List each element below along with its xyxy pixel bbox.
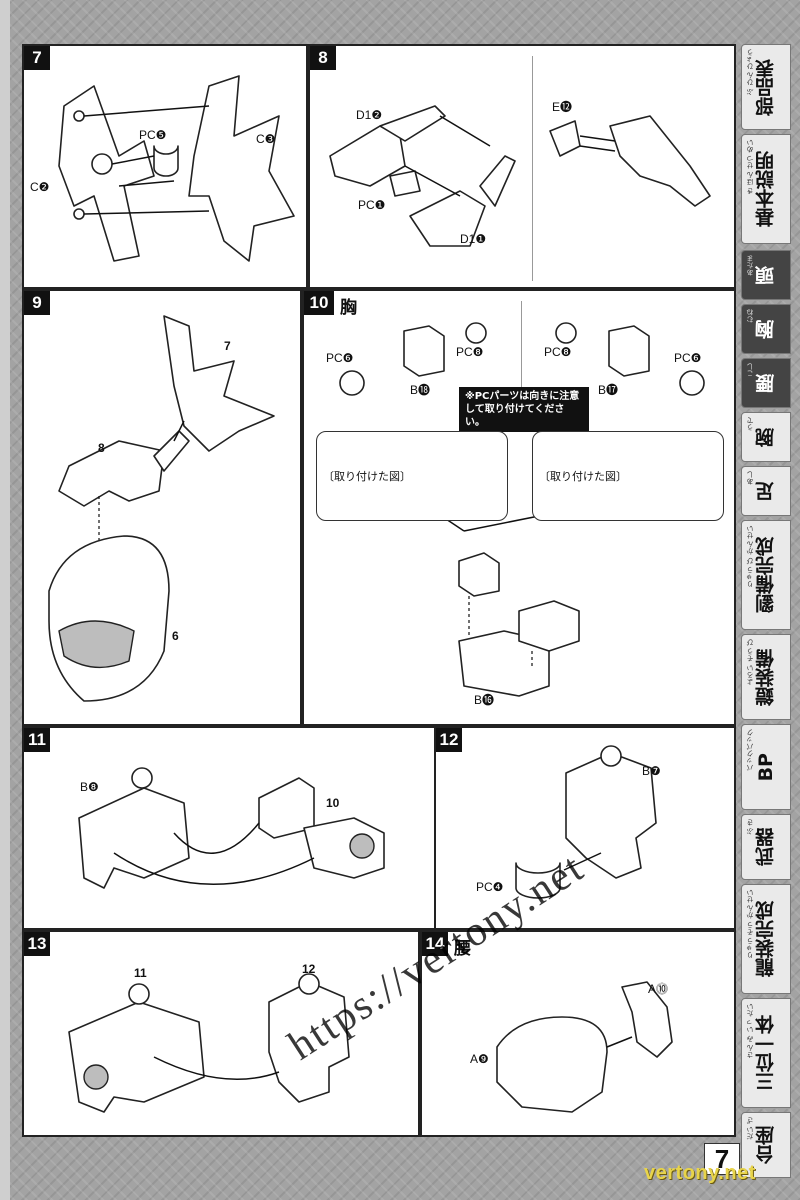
inset-label: 〔取り付けた図〕	[323, 471, 411, 483]
tab-label: 龍装完成	[755, 901, 777, 977]
tab-dragon-armor-complete[interactable]: りゅう そう かん せい 龍装完成	[741, 884, 791, 994]
step-7-illustration	[58, 75, 295, 262]
step-title: 腰	[454, 939, 471, 959]
label-c3: C❸	[256, 132, 276, 146]
tab-label: 胸	[755, 319, 777, 339]
panel-divider	[532, 56, 533, 281]
label-pc-b-left: PC❽	[456, 345, 484, 359]
tab-label: 頭	[755, 265, 777, 285]
label-e12: E⓬	[552, 100, 573, 114]
tab-label: 三位一体	[755, 1015, 777, 1091]
step-number: 11	[24, 728, 50, 752]
step-title: 胸	[340, 298, 357, 318]
step-number: 12	[436, 728, 462, 752]
step-number: 13	[24, 932, 50, 956]
label-pc-g-left: PC❻	[326, 351, 354, 365]
page-number: 7	[704, 1143, 740, 1175]
tab-backpack[interactable]: バックパック BP	[741, 724, 791, 810]
step-14-panel: 14 腰 A⓾ A❾	[420, 930, 736, 1137]
tab-label: 台座	[755, 1126, 777, 1164]
tab-liu-bei-complete[interactable]: りゅう び かん せい 劉備完成	[741, 520, 791, 630]
label-a10: A⓾	[648, 982, 669, 996]
tab-label: 部品表	[755, 58, 777, 116]
tab-waist[interactable]: こし 腰	[741, 358, 791, 408]
tab-label: 鎧装備	[755, 648, 777, 706]
step-number: 9	[24, 291, 50, 315]
panel-divider	[521, 301, 522, 401]
label-pc-d: PC❹	[476, 880, 504, 894]
tab-basic-instructions[interactable]: き ほん せつ めい 基本説明	[741, 134, 791, 244]
label-c2: C❷	[30, 180, 50, 194]
ref-step-11: 11	[134, 966, 147, 980]
label-pc-g-right: PC❻	[674, 351, 702, 365]
tab-head[interactable]: あたま 頭	[741, 250, 791, 300]
attached-view-left: 〔取り付けた図〕	[316, 431, 508, 521]
tab-base[interactable]: だい ざ 台座	[741, 1112, 791, 1178]
tab-parts-list[interactable]: ぶ ひん ひょう 部品表	[741, 44, 791, 130]
pc-orientation-note: ※PCパーツは向きに注意して取り付けてください。	[459, 387, 589, 432]
site-footer: vertony.net	[644, 1162, 756, 1184]
step-8-illustration	[329, 105, 711, 247]
tab-leg[interactable]: あし 足	[741, 466, 791, 516]
label-b8: B❽	[80, 780, 99, 794]
tab-label: BP	[755, 752, 777, 782]
step-13-panel: 13 11 12	[22, 930, 420, 1137]
label-pc1: PC❶	[358, 198, 386, 212]
step-13-illustration	[68, 973, 350, 1113]
step-14-illustration	[496, 981, 673, 1113]
attached-view-right: 〔取り付けた図〕	[532, 431, 724, 521]
step-11-panel: 11 B❽ 10	[22, 726, 436, 930]
step-12-panel: 12 B❼ PC❹	[434, 726, 736, 930]
label-b17: B⓱	[598, 383, 619, 397]
step-10-illustration	[339, 322, 705, 697]
label-d1-2: D1❷	[356, 108, 383, 122]
tab-label: 劉備完成	[755, 537, 777, 613]
ref-step-7: 7	[224, 339, 231, 353]
tab-arm[interactable]: うで 腕	[741, 412, 791, 462]
ref-step-10: 10	[326, 796, 340, 810]
tab-trinity[interactable]: さん み いっ たい 三位一体	[741, 998, 791, 1108]
step-number: 14	[422, 932, 448, 956]
step-9-illustration	[48, 315, 275, 702]
step-11-illustration	[78, 767, 385, 889]
tab-label: 武器	[755, 828, 777, 866]
tab-weapons[interactable]: ぶ き 武器	[741, 814, 791, 880]
step-10-panel: 10 胸 PC❻ PC❽ B⓲ PC❽ PC❻ B⓱ ※PCパーツは向きに注意し…	[302, 289, 736, 726]
label-a9: A❾	[470, 1052, 489, 1066]
step-number: 10	[304, 291, 334, 315]
tab-armor-equip[interactable]: よろい そう び 鎧装備	[741, 634, 791, 720]
tab-label: 足	[755, 481, 777, 501]
page-edge	[0, 0, 10, 1200]
label-b16: B⓰	[474, 693, 495, 707]
ref-step-8: 8	[98, 441, 105, 455]
tab-label: 腕	[755, 427, 777, 447]
step-8-panel: 8 D1❷ PC❶ D1❶ E⓬	[308, 44, 736, 289]
step-number: 7	[24, 46, 50, 70]
ref-step-12: 12	[302, 962, 316, 976]
label-b18: B⓲	[410, 383, 431, 397]
step-number: 8	[310, 46, 336, 70]
label-b7: B❼	[642, 764, 661, 778]
tab-chest[interactable]: むね 胸	[741, 304, 791, 354]
step-12-illustration	[515, 745, 657, 899]
step-9-panel: 9 7 8 6	[22, 289, 302, 726]
tab-label: 基本説明	[755, 151, 777, 227]
step-7-panel: 7 PC❺ C❷ C❸	[22, 44, 308, 289]
tab-label: 腰	[755, 373, 777, 393]
label-d1-1: D1❶	[460, 232, 487, 246]
label-pc-e: PC❺	[139, 128, 167, 142]
ref-step-6: 6	[172, 629, 179, 643]
inset-label: 〔取り付けた図〕	[539, 471, 627, 483]
label-pc-b-right: PC❽	[544, 345, 572, 359]
